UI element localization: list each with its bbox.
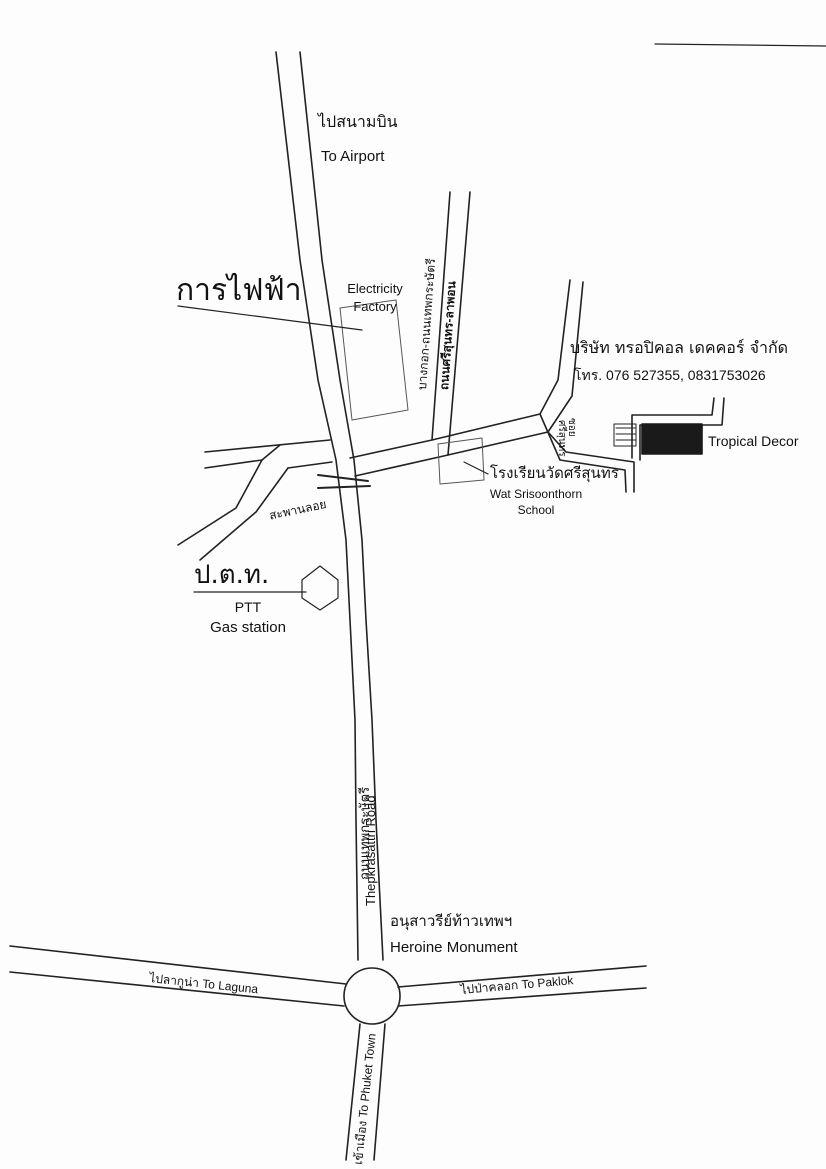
main-road-left-edge: [275, 51, 359, 961]
airport-label-en: To Airport: [321, 148, 385, 165]
main-road-right-edge: [299, 51, 384, 961]
ptt-label-en-1: PTT: [234, 599, 262, 615]
school-label-en-1: Wat Srisoonthorn: [489, 487, 583, 501]
school-outline: [437, 437, 485, 485]
electricity-label-en-1: Electricity: [347, 281, 403, 296]
school-leader: [463, 461, 489, 475]
tropical-decor-label: Tropical Decor: [708, 433, 799, 449]
ptt-label-en-2: Gas station: [210, 619, 286, 636]
electricity-factory-outline: [339, 299, 409, 421]
left-road-lower-1: [177, 459, 263, 546]
soi-road-right: [547, 431, 635, 493]
diagonal-road-left: [431, 191, 451, 441]
company-phone: โทร. 076 527355, 0831753026: [574, 367, 766, 383]
tropical-decor-frame: [613, 423, 637, 447]
soi-road-left: [539, 413, 627, 493]
main-road-label-en: Thepkrasattri Road: [363, 795, 378, 906]
airport-label-thai: ไปสนามบิน: [318, 112, 398, 131]
electricity-label-thai: การไฟฟ้า: [176, 273, 302, 308]
paklok-road-bottom: [397, 987, 647, 1007]
bridge-line-1: [317, 474, 369, 482]
bridge-line-2: [317, 485, 371, 489]
phuket-road-left: [345, 1023, 361, 1161]
left-road-lower-2: [199, 467, 289, 561]
ptt-label-thai: ป.ต.ท.: [194, 560, 270, 590]
tropical-decor-block: [641, 423, 703, 455]
east-road-top: [349, 413, 541, 459]
laguna-road-top: [9, 945, 347, 985]
monument-label-en: Heroine Monument: [390, 939, 518, 956]
paklok-road-top: [397, 965, 647, 988]
ptt-hexagon: [301, 565, 339, 611]
phuket-road-right: [373, 1023, 386, 1161]
company-access: [631, 397, 715, 459]
right-road-left: [539, 279, 571, 415]
company-name-thai: บริษัท ทรอปิคอล เดคคอร์ จำกัด: [570, 338, 789, 357]
diagonal-road-right: [447, 191, 471, 456]
electricity-leader: [177, 305, 363, 331]
scan-edge-line: [654, 43, 826, 47]
tropical-decor-stripes: [615, 427, 637, 441]
soi-label: ซอย: [566, 418, 577, 437]
school-label-en-2: School: [517, 503, 555, 517]
right-road-right: [547, 281, 584, 433]
electricity-label-en-2: Factory: [353, 299, 397, 314]
monument-label-thai: อนุสาวรีย์ท้าวเทพฯ: [390, 912, 513, 930]
roundabout: [343, 967, 401, 1025]
school-label-thai: โรงเรียนวัดศรีสุนทร: [490, 464, 619, 482]
soi-name-label: ศรีสุนทร: [556, 420, 567, 457]
laguna-road-bottom: [9, 971, 345, 1007]
left-road-join: [287, 461, 333, 469]
left-road-upper: [204, 439, 331, 453]
